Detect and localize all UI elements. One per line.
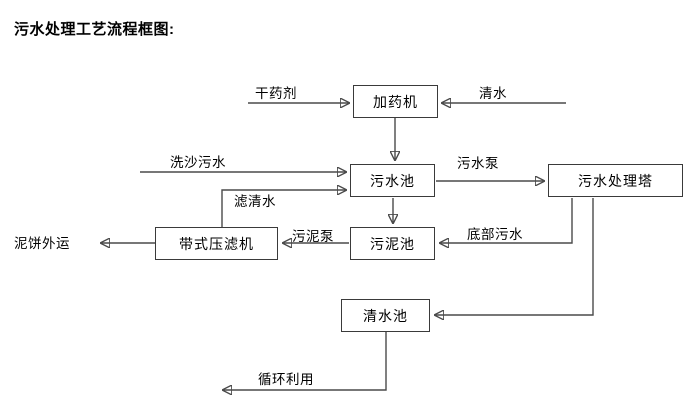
node-sludge-pool-label: 污泥池 <box>370 235 415 252</box>
page-title: 污水处理工艺流程框图: <box>14 21 175 38</box>
node-sewage-pool[interactable]: 污水池 <box>350 164 435 197</box>
node-belt-filter-press[interactable]: 带式压滤机 <box>155 227 278 260</box>
node-clean-water-pool-label: 清水池 <box>363 307 408 324</box>
node-sewage-treatment-tower[interactable]: 污水处理塔 <box>548 164 683 197</box>
edge-tower-to-cleanpool <box>435 198 594 315</box>
label-bottom-sewage: 底部污水 <box>467 227 523 242</box>
label-mud-cake-out: 泥饼外运 <box>14 236 70 251</box>
node-belt-filter-press-label: 带式压滤机 <box>179 235 254 252</box>
node-dosing-machine[interactable]: 加药机 <box>353 85 438 118</box>
label-clean-water: 清水 <box>479 86 507 101</box>
label-sludge-pump: 污泥泵 <box>292 229 334 244</box>
label-sand-wash-sewage: 洗沙污水 <box>170 155 226 170</box>
label-dry-agent: 干药剂 <box>255 86 297 101</box>
label-recycle-use: 循环利用 <box>258 372 314 387</box>
node-sludge-pool[interactable]: 污泥池 <box>350 227 435 260</box>
node-dosing-machine-label: 加药机 <box>373 93 418 110</box>
label-sewage-pump: 污水泵 <box>457 156 499 171</box>
label-filtrate-water: 滤清水 <box>234 194 276 209</box>
node-sewage-pool-label: 污水池 <box>370 172 415 189</box>
node-clean-water-pool[interactable]: 清水池 <box>341 299 430 332</box>
node-sewage-treatment-tower-label: 污水处理塔 <box>578 172 653 189</box>
